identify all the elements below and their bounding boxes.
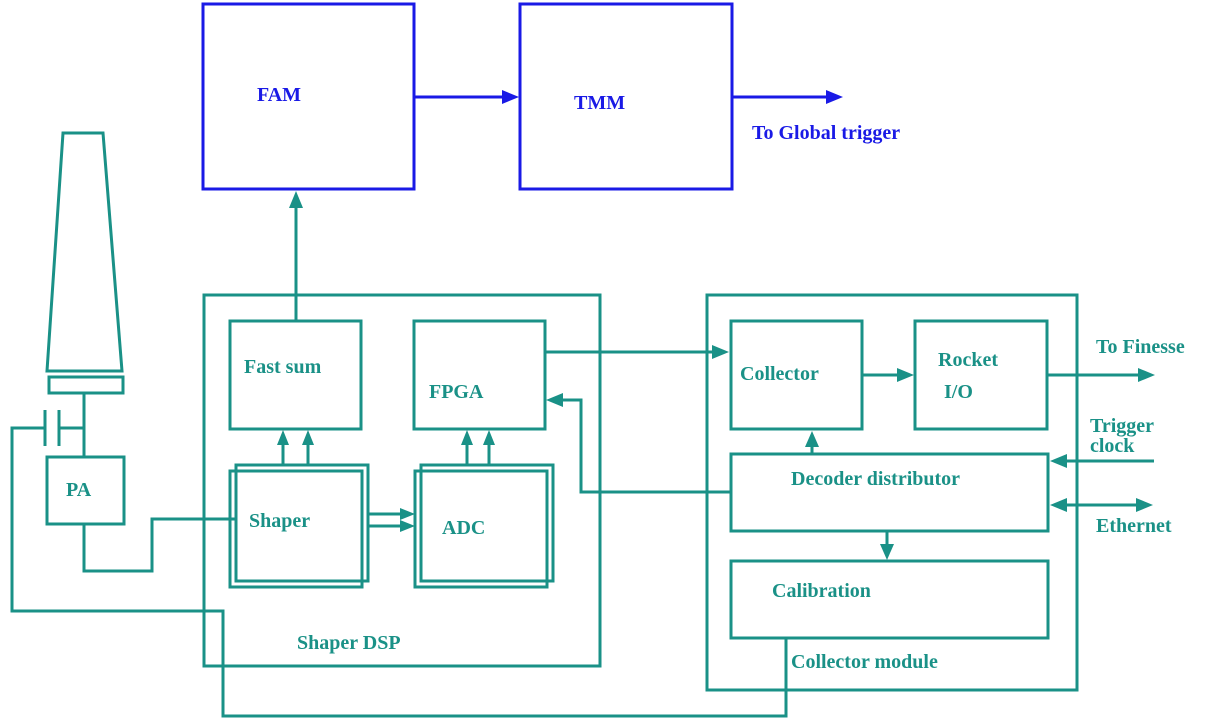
decoder-to-collector-arrowhead [805,431,819,447]
rocket-io-box [913,319,1049,431]
fam-label: FAM [257,84,301,106]
collector-module-label: Collector module [791,651,938,673]
fast-sum-label: Fast sum [244,356,322,378]
decoder-to-fpga-line [561,398,731,494]
fpga-label: FPGA [429,381,484,403]
shaper-dsp-label: Shaper DSP [297,632,401,654]
adc-box-back [419,463,555,583]
fpga-box [412,319,547,431]
shaper-to-adc-arrowhead-2 [400,520,415,532]
shaper-box-front [228,469,364,589]
rocket-label: Rocket [938,349,998,371]
decoder-distributor-box [729,452,1050,533]
calibration-label: Calibration [772,580,871,602]
adc-box-front [413,469,549,589]
crystal-shape [45,131,124,373]
to-finesse-label: To Finesse [1096,336,1185,358]
to-global-trigger-label: To Global trigger [752,122,900,144]
shaper-to-adc-arrowhead-1 [400,508,415,520]
fpga-to-collector-arrowhead [712,345,729,359]
calibration-loop-wire [10,426,788,718]
tmm-box [518,2,734,191]
adc-to-fpga-arrowhead-2 [483,430,495,445]
fam-to-tmm-arrowhead [502,90,519,104]
tmm-out-arrowhead [826,90,843,104]
tmm-label: TMM [574,92,625,114]
photodetector-bar [47,375,125,395]
trigger-clock-arrowhead [1050,454,1067,468]
calibration-box [729,559,1050,640]
ethernet-arrowhead-right [1136,498,1153,512]
shaper-dsp-box [202,293,602,668]
ethernet-arrowhead-left [1050,498,1067,512]
clock-label: clock [1090,435,1135,457]
to-finesse-arrowhead [1138,368,1155,382]
decoder-to-calibration-arrowhead [880,544,894,560]
shaper-to-fastsum-arrowhead-2 [302,430,314,445]
pa-label: PA [66,479,92,501]
fast-sum-to-fam-arrowhead [289,191,303,208]
decoder-to-fpga-arrowhead [546,393,563,407]
fam-box [201,2,416,191]
decoder-distributor-label: Decoder distributor [791,468,960,490]
collector-module-box [705,293,1079,692]
collector-to-rocket-arrowhead [897,368,914,382]
trigger-label: Trigger [1090,415,1154,437]
shaper-box-back [234,463,370,583]
shaper-to-fastsum-arrowhead-1 [277,430,289,445]
adc-label: ADC [442,517,485,539]
ethernet-label: Ethernet [1096,515,1172,537]
io-label: I/O [944,381,973,403]
collector-label: Collector [740,363,819,385]
adc-to-fpga-arrowhead-1 [461,430,473,445]
pa-to-shaper-wire [82,517,235,573]
shaper-label: Shaper [249,510,310,532]
